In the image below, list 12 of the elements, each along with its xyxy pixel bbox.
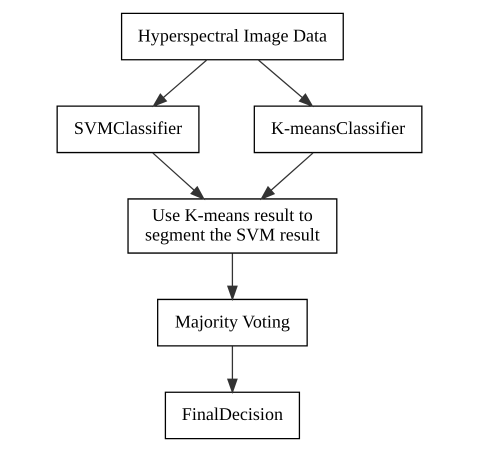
arrow [152, 152, 206, 200]
arrow [260, 152, 314, 200]
node-box: FinalDecision [164, 392, 300, 440]
arrow [227, 346, 238, 394]
node-box: SVMClassifier [56, 106, 200, 154]
arrow [227, 253, 238, 302]
node-box: K-meansClassifier [254, 106, 422, 154]
node-box: Use K-means result to segment the SVM result [127, 198, 338, 254]
node-box: Majority Voting [157, 298, 308, 346]
arrow [152, 60, 208, 108]
node-box: Hyperspectral Image Data [120, 12, 344, 60]
arrow [258, 60, 314, 108]
